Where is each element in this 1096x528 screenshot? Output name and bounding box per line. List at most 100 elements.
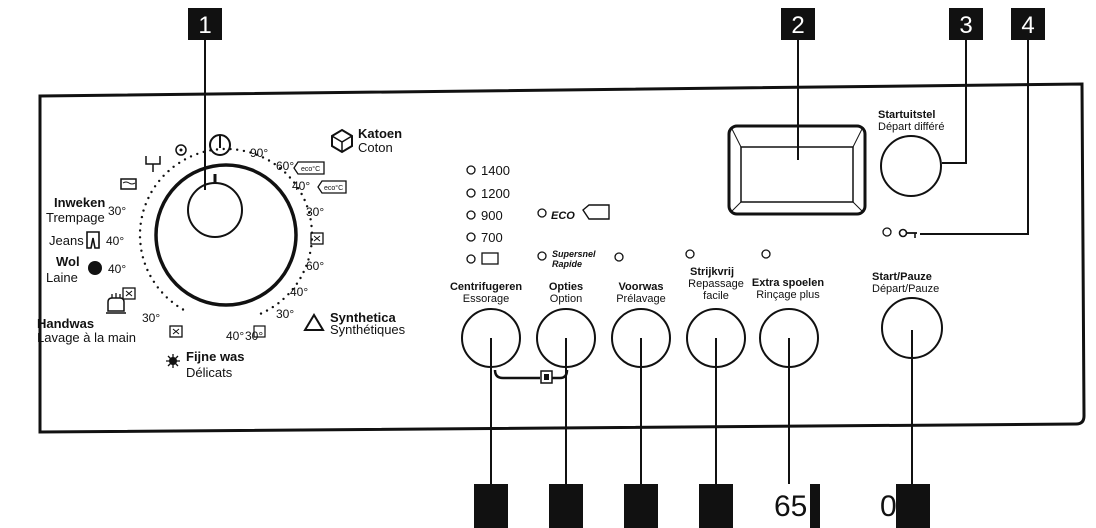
dial-dot (167, 169, 170, 173)
coton-label: Coton (358, 140, 393, 155)
eco-badge-40-icon: eco°C (317, 180, 347, 194)
svg-text:Rapide: Rapide (552, 259, 582, 269)
dial-dot (172, 165, 175, 168)
dial-dot (150, 190, 153, 194)
dial-dot (277, 302, 280, 305)
dial-dot (144, 203, 147, 206)
dial-dot (295, 282, 299, 285)
dial-dot (215, 148, 219, 151)
dial-dot (242, 149, 246, 153)
dial-dot (176, 304, 179, 308)
dial-dot (307, 258, 310, 261)
spin-led-700: 700 (466, 230, 503, 245)
dial-dot (303, 198, 306, 202)
dial-dot (138, 236, 142, 239)
dial-dot (141, 256, 145, 259)
dial-dot (139, 242, 142, 246)
jeans-icon (86, 231, 100, 249)
katoen-30-label: 30° (306, 205, 324, 219)
dial-dot (153, 185, 157, 188)
spin-led-no-spin (466, 252, 499, 265)
svg-text:4: 4 (1021, 12, 1034, 39)
callout-bottom-3 (624, 484, 658, 528)
wol-label: Wol (56, 254, 80, 269)
opties-label: Opties (549, 281, 583, 293)
katoen-90-label: 90° (250, 146, 268, 160)
depart-pauze-label: Départ/Pauze (872, 283, 939, 295)
dial-dot (183, 158, 187, 161)
intensive-icon-bottom (169, 325, 183, 338)
intensive-icon-left (122, 287, 136, 300)
dial-dot (282, 297, 285, 301)
svg-text:eco°C: eco°C (301, 165, 320, 173)
katoen-icon (331, 128, 353, 154)
dial-dot (307, 211, 311, 214)
dial-dot (160, 291, 164, 294)
handwas-30-label: 30° (142, 311, 160, 325)
voorwas-led (614, 252, 624, 262)
dial-dot (222, 147, 225, 151)
callout-2: 2 (781, 8, 815, 40)
dial-dot (170, 300, 174, 303)
delicats-label: Délicats (186, 365, 233, 380)
strijkvrij-label: Strijkvrij (690, 266, 734, 278)
voorwas-label: Voorwas (618, 281, 663, 293)
dial-dot (288, 176, 292, 179)
spin-led-1400: 1400 (466, 163, 510, 178)
centrifugeren-label: Centrifugeren (450, 281, 522, 293)
dial-dot (178, 161, 181, 165)
dial-dot (140, 215, 144, 219)
katoen-label: Katoen (358, 126, 402, 141)
dial-dot (146, 268, 149, 272)
dial-dot (261, 156, 265, 159)
synthetica-label: Synthetica (330, 310, 397, 325)
dial-dot (273, 162, 276, 166)
dial-dot (255, 153, 258, 156)
inweken-label: Inweken (54, 195, 105, 210)
dial-dot (196, 152, 199, 156)
callout-3: 3 (949, 8, 983, 40)
wol-40-label: 40° (108, 262, 126, 276)
svg-text:0: 0 (880, 490, 897, 523)
dial-dot (158, 179, 161, 183)
jeans-label: Jeans (49, 233, 84, 248)
dial-dot (147, 196, 150, 200)
svg-text:65: 65 (774, 490, 807, 523)
startuitstel-button[interactable] (880, 135, 942, 197)
dial-dot (181, 308, 185, 311)
delicate-small-icon (253, 325, 266, 338)
svg-text:700: 700 (481, 230, 503, 245)
dial-dot (140, 249, 143, 252)
katoen-60-label: 60° (276, 159, 294, 173)
synthetica-40-label: 40° (290, 285, 308, 299)
program-dial[interactable] (154, 163, 298, 307)
dial-dot (287, 293, 290, 296)
dial-dot (236, 148, 239, 151)
svg-text:1400: 1400 (481, 163, 510, 178)
dial-dot (278, 167, 282, 170)
dial-dot (138, 229, 142, 232)
key-icon (898, 228, 917, 238)
svg-text:Supersnel: Supersnel (552, 249, 596, 259)
eco-badge-60-icon: eco°C (293, 161, 325, 175)
callout-bottom-last: 0 (878, 484, 930, 528)
dial-dot (299, 276, 302, 280)
repassage-label: Repassage (688, 278, 744, 290)
svg-text:ECO: ECO (551, 210, 575, 222)
dial-dot (189, 155, 193, 158)
start-pauze-label: Start/Pauze (872, 271, 932, 283)
power-off-icon (209, 134, 231, 156)
callout-bottom-2 (549, 484, 583, 528)
svg-text:1: 1 (198, 12, 211, 39)
dial-dot (300, 192, 303, 196)
eco-led: ECO (537, 204, 610, 222)
spin-led-900: 900 (466, 208, 503, 223)
dial-dot (162, 174, 165, 177)
synthetica-icon (303, 313, 325, 331)
fijne-was-label: Fijne was (186, 349, 245, 364)
callout-1: 1 (188, 8, 222, 40)
callout-bottom-partial: 65 (770, 484, 820, 528)
rincage-plus-label: Rinçage plus (756, 289, 820, 301)
dial-dot (309, 218, 312, 221)
